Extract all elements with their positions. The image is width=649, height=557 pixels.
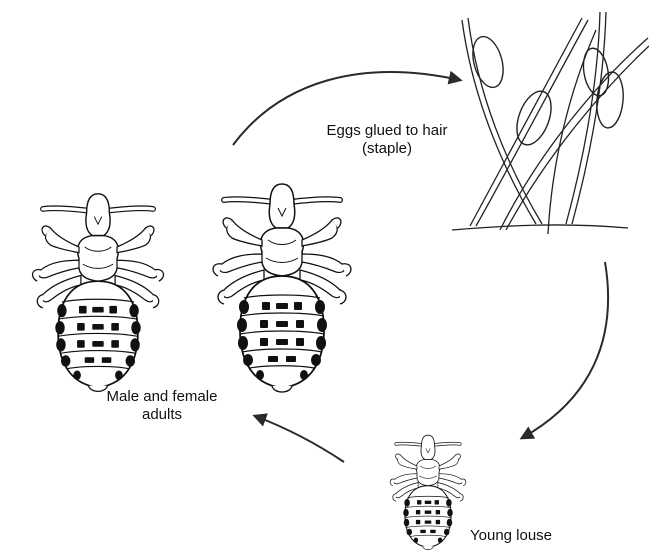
skin-line bbox=[452, 225, 628, 230]
young-louse bbox=[390, 435, 466, 549]
arrow-eggs-to-young bbox=[522, 262, 608, 438]
adults-label: Male and female adults bbox=[92, 388, 232, 424]
eggs-label: Eggs glued to hair (staple) bbox=[312, 122, 462, 158]
hair-with-eggs bbox=[452, 12, 649, 234]
eggs-label-line1: Eggs glued to hair bbox=[312, 122, 462, 140]
adults-label-line1: Male and female bbox=[92, 388, 232, 406]
eggs-label-line2: (staple) bbox=[312, 140, 462, 158]
adult-louse-male bbox=[33, 194, 164, 392]
adults-label-line2: adults bbox=[92, 406, 232, 424]
arrow-young-to-adults bbox=[255, 416, 344, 462]
adult-louse-female bbox=[213, 184, 351, 392]
young-louse-label: Young louse bbox=[470, 527, 590, 545]
